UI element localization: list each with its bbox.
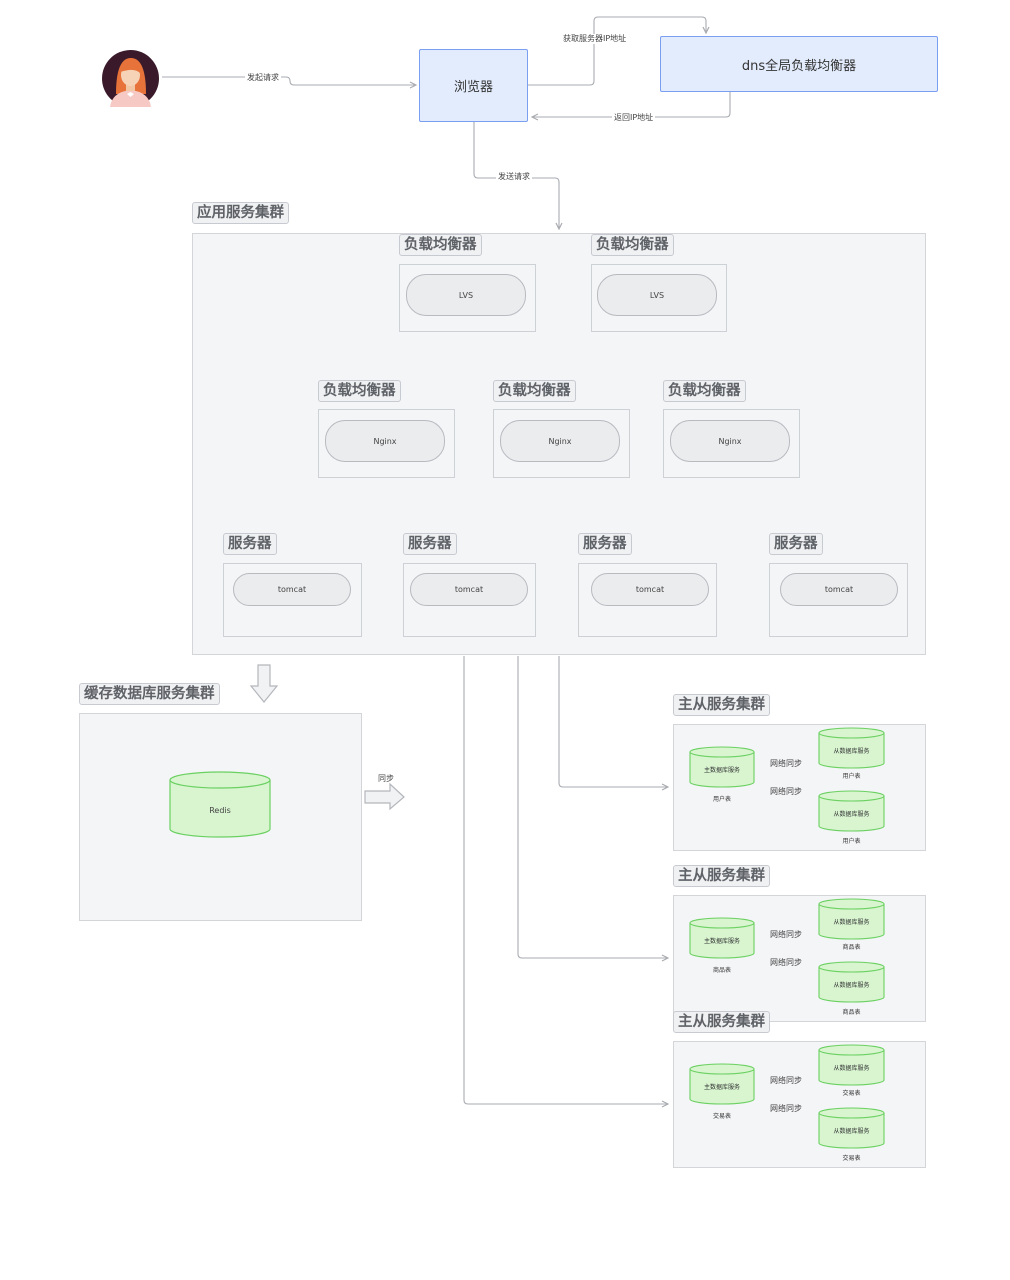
edge-app-ms1 xyxy=(558,656,668,787)
lvs-node[interactable]: LVS xyxy=(597,274,717,316)
lvs-tag: 负载均衡器 xyxy=(591,234,674,256)
edge-browser-dns xyxy=(528,16,706,86)
nginx-tag: 负载均衡器 xyxy=(493,380,576,402)
master-db[interactable]: 主数据库服务 xyxy=(689,917,755,959)
slave-db-1[interactable]: 从数据库服务 xyxy=(818,1044,885,1086)
network-sync-label: 网络同步 xyxy=(770,1075,802,1086)
database-icon xyxy=(689,917,755,959)
db-label: 主数据库服务 xyxy=(703,767,740,774)
db-label: 从数据库服务 xyxy=(833,748,870,755)
db-label: 从数据库服务 xyxy=(833,1128,870,1135)
network-sync-label: 网络同步 xyxy=(770,929,802,940)
browser-node[interactable]: 浏览器 xyxy=(419,49,528,122)
network-sync-label: 网络同步 xyxy=(770,758,802,769)
database-icon xyxy=(818,1107,885,1149)
nginx-tag: 负载均衡器 xyxy=(663,380,746,402)
db-label: 主数据库服务 xyxy=(703,1084,740,1091)
down-arrow-icon xyxy=(249,664,279,703)
nginx-node[interactable]: Nginx xyxy=(325,420,445,462)
database-icon xyxy=(818,961,885,1003)
table-name-label: 商品表 xyxy=(842,944,861,951)
server-tag: 服务器 xyxy=(223,533,277,555)
lvs-node[interactable]: LVS xyxy=(406,274,526,316)
nginx-tag: 负载均衡器 xyxy=(318,380,401,402)
table-name-label: 用户表 xyxy=(712,796,731,803)
slave-db-2[interactable]: 从数据库服务 xyxy=(818,790,885,832)
lvs-tag: 负载均衡器 xyxy=(399,234,482,256)
slave-db-1[interactable]: 从数据库服务 xyxy=(818,727,885,769)
tomcat-node[interactable]: tomcat xyxy=(233,573,351,606)
cluster-title-master-slave: 主从服务集群 xyxy=(673,865,770,887)
redis-label: Redis xyxy=(209,806,231,815)
user-avatar xyxy=(102,50,159,107)
database-icon xyxy=(818,898,885,940)
edge-dns-browser xyxy=(532,92,731,117)
database-icon xyxy=(689,1063,755,1105)
tomcat-node[interactable]: tomcat xyxy=(780,573,898,606)
database-icon xyxy=(818,727,885,769)
db-label: 从数据库服务 xyxy=(833,811,870,818)
edge-app-ms2 xyxy=(517,656,668,958)
user-icon xyxy=(102,50,159,107)
table-name-label: 商品表 xyxy=(842,1009,861,1016)
edge-label-return-ip: 返回IP地址 xyxy=(612,113,656,123)
table-name-label: 交易表 xyxy=(842,1090,861,1097)
database-icon xyxy=(818,1044,885,1086)
slave-db-2[interactable]: 从数据库服务 xyxy=(818,961,885,1003)
cluster-title-master-slave: 主从服务集群 xyxy=(673,1011,770,1033)
nginx-node[interactable]: Nginx xyxy=(500,420,620,462)
server-tag: 服务器 xyxy=(769,533,823,555)
slave-db-1[interactable]: 从数据库服务 xyxy=(818,898,885,940)
table-name-label: 交易表 xyxy=(712,1113,731,1120)
redis-db[interactable]: Redis xyxy=(169,771,271,838)
db-label: 主数据库服务 xyxy=(703,938,740,945)
db-label: 从数据库服务 xyxy=(833,982,870,989)
master-db[interactable]: 主数据库服务 xyxy=(689,746,755,788)
db-label: 从数据库服务 xyxy=(833,919,870,926)
table-name-label: 用户表 xyxy=(842,773,861,780)
database-icon xyxy=(169,771,271,838)
server-tag: 服务器 xyxy=(578,533,632,555)
server-tag: 服务器 xyxy=(403,533,457,555)
database-icon xyxy=(818,790,885,832)
master-db[interactable]: 主数据库服务 xyxy=(689,1063,755,1105)
edge-label-send-request-2: 发送请求 xyxy=(496,172,532,182)
table-name-label: 交易表 xyxy=(842,1155,861,1162)
cluster-title-master-slave: 主从服务集群 xyxy=(673,694,770,716)
table-name-label: 商品表 xyxy=(712,967,731,974)
db-label: 从数据库服务 xyxy=(833,1065,870,1072)
dns-load-balancer-node[interactable]: dns全局负载均衡器 xyxy=(660,36,938,92)
database-icon xyxy=(689,746,755,788)
table-name-label: 用户表 xyxy=(842,838,861,845)
edge-label-get-ip: 获取服务器IP地址 xyxy=(561,34,629,44)
edge-app-ms3 xyxy=(463,656,668,1104)
network-sync-label: 网络同步 xyxy=(770,786,802,797)
nginx-node[interactable]: Nginx xyxy=(670,420,790,462)
edge-user-browser xyxy=(162,76,416,85)
cluster-title-app: 应用服务集群 xyxy=(192,202,289,224)
right-arrow-icon xyxy=(364,782,405,811)
network-sync-label: 网络同步 xyxy=(770,1103,802,1114)
tomcat-node[interactable]: tomcat xyxy=(591,573,709,606)
cluster-title-cache: 缓存数据库服务集群 xyxy=(79,683,220,705)
tomcat-node[interactable]: tomcat xyxy=(410,573,528,606)
network-sync-label: 网络同步 xyxy=(770,957,802,968)
slave-db-2[interactable]: 从数据库服务 xyxy=(818,1107,885,1149)
edge-label-send-request: 发起请求 xyxy=(245,73,281,83)
sync-label: 同步 xyxy=(378,774,394,783)
